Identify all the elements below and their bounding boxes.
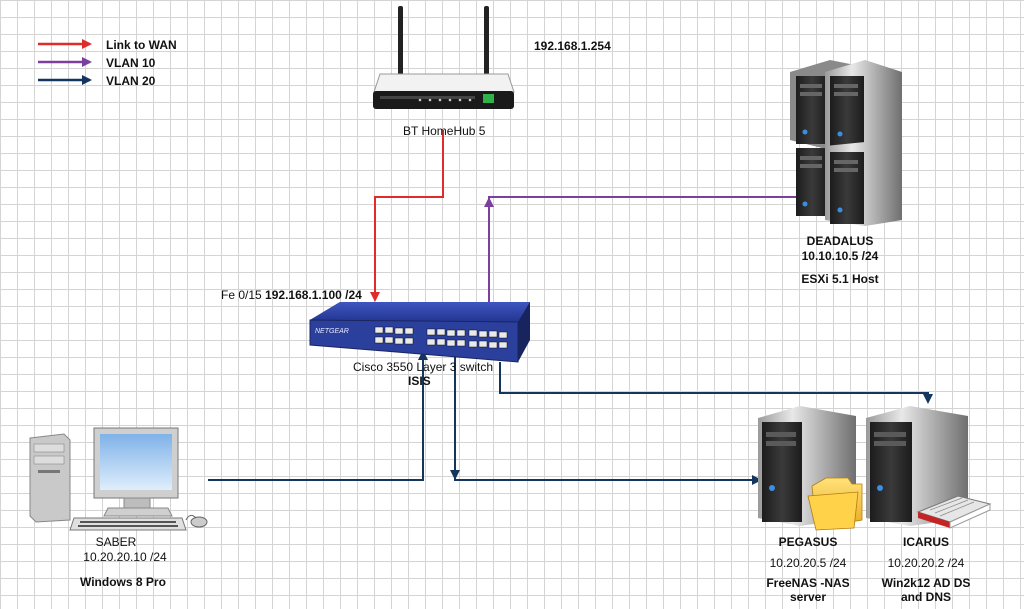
pegasus-role-line1: FreeNAS -NAS [766,576,850,590]
vlan10-link [488,196,820,330]
switch-ip: 192.168.1.100 /24 [265,288,362,302]
saber-pc-icon [29,427,208,531]
vlan20-icarus-link [499,362,933,404]
connections [208,130,933,485]
pegasus-role-line2: server [789,590,827,604]
vlan20-pegasus-link [454,350,762,485]
router-name: BT HomeHub 5 [403,124,486,138]
switch-name: Cisco 3550 Layer 3 switch [353,360,494,374]
switch-hostname: ISIS [408,374,431,388]
icarus-name: ICARUS [902,535,949,549]
icarus-role-line2: and DNS [900,590,951,604]
deadalus-ip: 10.10.10.5 /24 [801,249,879,263]
legend-vlan10-label: VLAN 10 [106,56,156,70]
deadalus-server-icon [790,60,902,226]
switch-port-label: Fe 0/15 192.168.1.100 /24 [221,288,362,302]
icarus-server-icon [866,406,968,526]
pegasus-ip: 10.20.20.5 /24 [769,556,847,570]
saber-name: SABER [95,535,137,549]
router-icon [373,6,515,109]
router-ip: 192.168.1.254 [534,39,611,53]
deadalus-role: ESXi 5.1 Host [801,272,879,286]
saber-ip: 10.20.20.10 /24 [83,550,167,564]
pegasus-name: PEGASUS [778,535,838,549]
legend-wan-label: Link to WAN [106,38,177,52]
folder-icon [807,477,863,531]
icarus-ip: 10.20.20.2 /24 [887,556,965,570]
wan-link [370,130,444,302]
deadalus-name: DEADALUS [806,234,874,248]
icarus-role-line1: Win2k12 AD DS [881,576,971,590]
switch-icon: NETGEAR [309,302,530,363]
saber-os: Windows 8 Pro [80,575,166,589]
switch-ports [374,326,508,349]
directory-book-icon [916,495,992,529]
legend-vlan20-label: VLAN 20 [106,74,156,88]
legend-arrows [38,39,92,85]
switch-brand: NETGEAR [315,328,349,335]
vlan20-saber-link [208,350,428,481]
switch-port: Fe 0/15 [221,288,262,302]
